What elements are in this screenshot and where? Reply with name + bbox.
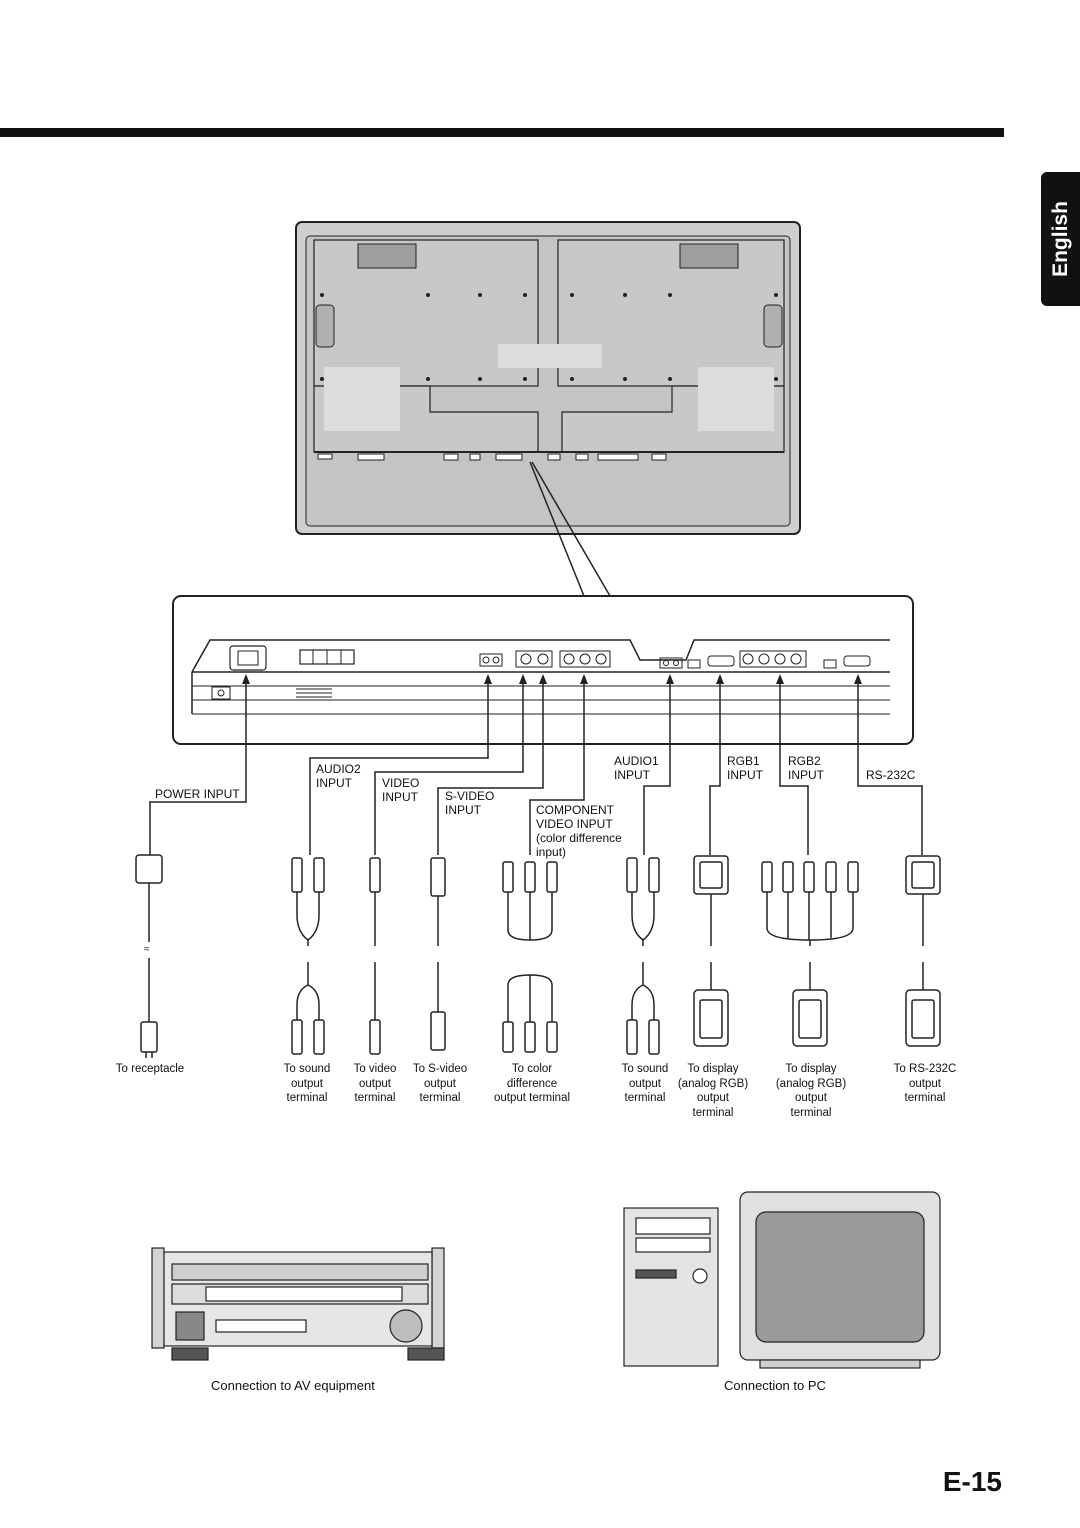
video-cable <box>369 857 381 1055</box>
audio2-input-label: AUDIO2 INPUT <box>316 762 361 790</box>
rgb2-cable <box>761 861 859 1047</box>
svg-text:≈: ≈ <box>144 944 150 955</box>
svideo-input-label: S-VIDEO INPUT <box>445 789 495 817</box>
component-video-input-label: COMPONENT VIDEO INPUT (color difference … <box>536 803 622 859</box>
pc-illustration <box>623 1191 941 1369</box>
audio1-input-label: AUDIO1 INPUT <box>614 754 659 782</box>
rs232c-label: RS-232C <box>866 768 916 782</box>
caption-receptacle: To receptacle <box>115 1063 185 1075</box>
caption-rgb2: To display (analog RGB) output terminal <box>775 1063 847 1119</box>
caption-svideo: To S-video output terminal <box>412 1063 468 1104</box>
terminal-panel-closeup <box>172 595 914 745</box>
svideo-cable <box>430 857 446 1051</box>
caption-component: To color difference output terminal <box>493 1063 571 1104</box>
rgb1-input-label: RGB1 INPUT <box>727 754 763 782</box>
caption-audio1: To sound output terminal <box>621 1063 669 1104</box>
power-input-label: POWER INPUT <box>155 787 240 801</box>
rgb1-cable <box>693 855 729 1047</box>
audio2-cable <box>291 857 325 1055</box>
caption-audio2: To sound output terminal <box>283 1063 331 1104</box>
display-rear-illustration <box>295 221 801 597</box>
caption-video: To video output terminal <box>353 1063 397 1104</box>
video-input-label: VIDEO INPUT <box>382 776 420 804</box>
caption-rgb1: To display (analog RGB) output terminal <box>677 1063 749 1119</box>
language-tab: English <box>1041 172 1080 306</box>
caption-pc-connection: Connection to PC <box>724 1378 826 1393</box>
terminal-leader-lines <box>149 674 923 855</box>
audio1-cable <box>626 857 660 1055</box>
av-equipment-illustration <box>151 1247 445 1361</box>
caption-av-connection: Connection to AV equipment <box>211 1378 375 1393</box>
rs232c-cable <box>905 855 941 1047</box>
rgb2-input-label: RGB2 INPUT <box>788 754 824 782</box>
component-cable <box>502 861 558 1053</box>
top-rule <box>0 128 1004 137</box>
page-number: E-15 <box>942 1466 1002 1497</box>
caption-rs232c: To RS-232C output terminal <box>893 1063 957 1104</box>
cable-illustrations: ≈ <box>135 854 941 1058</box>
power-cord: ≈ <box>135 854 163 1058</box>
